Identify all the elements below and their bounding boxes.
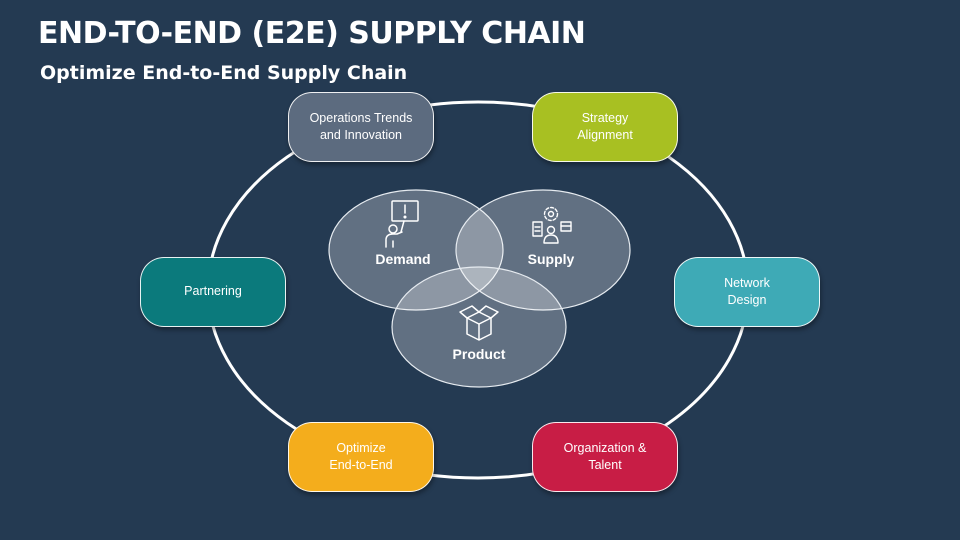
- person-holding-sign-icon: [385, 200, 419, 248]
- page-title: END-TO-END (E2E) SUPPLY CHAIN: [38, 16, 586, 51]
- node-operations-trends: Operations Trends and Innovation: [288, 92, 434, 162]
- node-optimize-end-to-end: Optimize End-to-End: [288, 422, 434, 492]
- venn-circle-supply: [455, 189, 631, 311]
- open-box-icon: [459, 305, 499, 341]
- venn-label-supply: Supply: [527, 251, 575, 267]
- venn-label-product: Product: [452, 346, 506, 362]
- page-subtitle: Optimize End-to-End Supply Chain: [40, 62, 408, 84]
- supply-team-gear-icon: [532, 206, 572, 244]
- node-strategy-alignment: Strategy Alignment: [532, 92, 678, 162]
- node-organization-talent: Organization & Talent: [532, 422, 678, 492]
- venn-circle-demand: [328, 189, 504, 311]
- node-partnering: Partnering: [140, 257, 286, 327]
- node-network-design: Network Design: [674, 257, 820, 327]
- venn-label-demand: Demand: [375, 251, 431, 267]
